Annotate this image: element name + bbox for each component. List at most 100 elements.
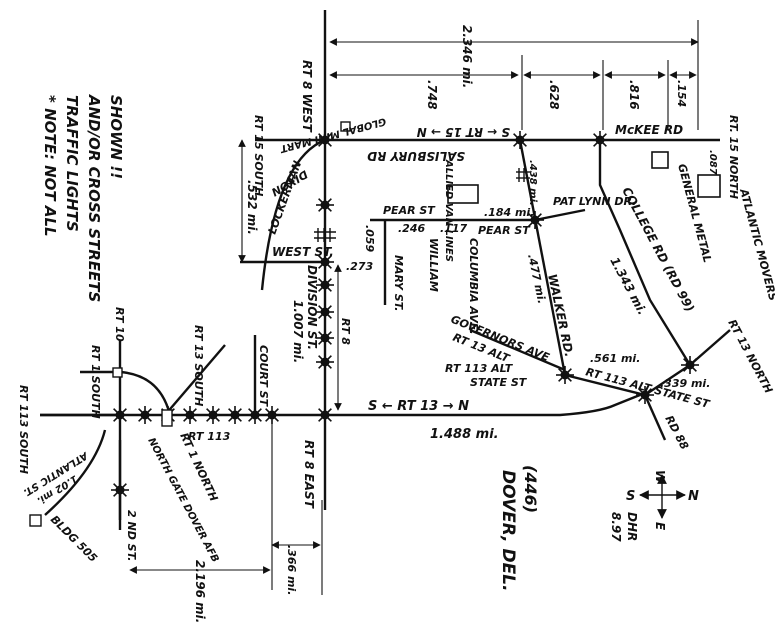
dist-438: .438 mi. (527, 160, 538, 206)
dist-087: .087 (707, 150, 718, 175)
traffic-signal-marker (263, 406, 281, 424)
general-metal-box (651, 151, 669, 169)
traffic-signal-marker (526, 211, 544, 229)
pat-lynn-road (534, 208, 586, 222)
division-label: DIVISION ST. (305, 265, 319, 350)
compass: N S W E DHR 8.97 (609, 470, 699, 542)
traffic-signal-marker (591, 131, 609, 149)
atlantic-movers-label: ATLANTIC MOVERS (737, 186, 775, 302)
map-city: DOVER, DEL. (498, 470, 518, 592)
rt1-south-label: RT 1 SOUTH (89, 345, 102, 419)
columbia-label: COLUMBIA AVE. (467, 238, 480, 335)
dist-184: .184 mi. (484, 206, 534, 219)
rt13-south-label: RT 13 SOUTH (192, 325, 205, 406)
rt13-south-road (164, 344, 226, 416)
rt15-north-label: RT. 15 NORTH (727, 115, 740, 199)
note-line-2: TRAFFIC LIGHTS (63, 95, 81, 232)
west-st-label: WEST ST. (272, 245, 334, 259)
dist-477: .477 mi. (525, 253, 548, 305)
traffic-signal-marker (111, 481, 129, 499)
dist-816: .816 (627, 80, 641, 110)
rd88-road (643, 394, 667, 441)
traffic-signal-marker (316, 353, 334, 371)
dist-339: .339 mi. (660, 377, 710, 390)
rt113-mid-label: RT 113 (188, 430, 231, 443)
state-st-label: STATE ST (470, 376, 528, 389)
dist-117: .117 (440, 222, 467, 235)
note-line-1: * NOTE: NOT ALL (41, 95, 59, 237)
general-metal-label: GENERAL METAL (675, 162, 714, 264)
rt1-north-box (161, 409, 173, 427)
dist-2196: 2.196 mi. (193, 560, 207, 623)
traffic-signal-marker (316, 253, 334, 271)
signal-markers (111, 131, 699, 499)
rt13-north-label: RT 13 NORTH (725, 317, 775, 395)
governors-road (469, 328, 566, 372)
traffic-signal-marker (556, 366, 574, 384)
compass-w: W (653, 470, 667, 484)
mary-st-label: MARY ST. (392, 255, 405, 311)
dist-748: .748 (425, 80, 439, 110)
dist-1488: 1.488 mi. (430, 427, 499, 442)
rt13-north-road (644, 364, 691, 396)
walker-label: WALKER RD. (545, 273, 576, 358)
global-mini-mart-label: GLOBAL MINI MART (278, 115, 387, 154)
pear-st2-label: PEAR ST (478, 224, 531, 237)
compass-s: S (626, 489, 635, 504)
note-block: * NOTE: NOT ALL TRAFFIC LIGHTS AND/OR CR… (41, 94, 125, 302)
dist-628: .628 (547, 80, 561, 110)
compass-author: DHR (625, 512, 639, 541)
compass-n: N (688, 489, 699, 504)
traffic-signal-marker (246, 406, 264, 424)
map-number: (446) (521, 465, 540, 513)
lockerman-road (260, 138, 326, 291)
atlantic-road (44, 429, 107, 516)
rt113-alt-label: RT 113 ALT (445, 362, 514, 375)
allied-van-lines-box (447, 184, 479, 204)
traffic-signal-marker (636, 386, 654, 404)
traffic-signal-marker (204, 406, 222, 424)
dist-561: .561 mi. (590, 352, 640, 365)
traffic-signal-marker (181, 406, 199, 424)
rt13-road (40, 393, 641, 417)
second-st-label: 2 ND ST. (125, 510, 138, 561)
pear-st-label: PEAR ST (383, 204, 436, 217)
compass-e: E (653, 522, 667, 531)
note-line-4: SHOWN !! (107, 95, 125, 179)
traffic-signal-marker (511, 131, 529, 149)
dist-532: .532 mi. (245, 180, 259, 235)
salisbury-label: SALISBURY RD (367, 149, 465, 163)
dist-total-top: 2.346 mi. (460, 25, 474, 88)
rt113alt-road (564, 373, 646, 397)
rt113-south-label: RT 113 SOUTH (17, 385, 30, 474)
mckee-label: McKEE RD (615, 123, 683, 137)
traffic-signal-marker (316, 329, 334, 347)
pat-lynn-label: PAT LYNN DR. (553, 195, 636, 208)
traffic-signal-marker (316, 131, 334, 149)
traffic-signal-marker (316, 196, 334, 214)
global-mini-mart-box (340, 121, 351, 132)
william-label: WILLIAM (427, 238, 440, 292)
rail-crossing (314, 168, 530, 242)
lockerman-label: LOCKERMAN (266, 159, 305, 236)
dist-059: .059 (363, 225, 376, 252)
rt8-west-label: RT 8 WEST (300, 60, 314, 133)
rt13-arrow-label: S ← RT 13 → N (368, 399, 469, 414)
allied-van-lines-label: ALLIED VAN LINES (443, 159, 454, 262)
rt10-label: RT 10 (113, 307, 126, 342)
traffic-signal-marker (316, 303, 334, 321)
bldg-label: BLDG 505 (48, 513, 100, 565)
traffic-signal-marker (226, 406, 244, 424)
college-road (598, 140, 692, 366)
dist-366: .366 mi. (285, 545, 298, 595)
walker-road (518, 139, 567, 376)
court-st-label: COURT ST (257, 345, 270, 408)
traffic-signal-marker (136, 406, 154, 424)
bldg-box (29, 514, 42, 527)
dist-273: .273 (346, 260, 373, 273)
note-line-3: AND/OR CROSS STREETS (85, 94, 103, 302)
compass-date: 8.97 (609, 512, 623, 542)
rd88-label: RD 88 (662, 413, 691, 452)
traffic-signal-marker (681, 356, 699, 374)
